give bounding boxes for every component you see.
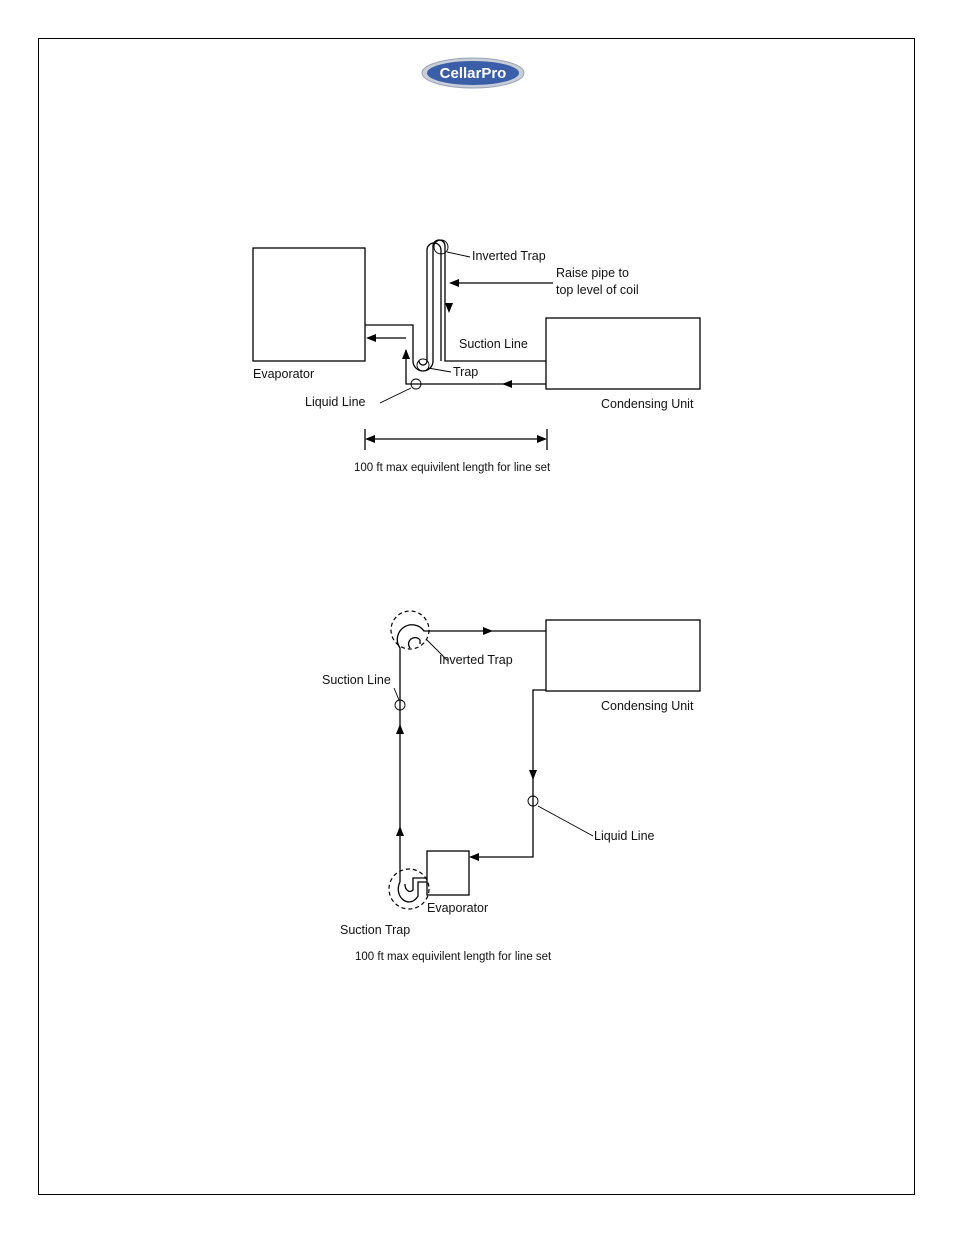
dimension-arrow-left [365, 435, 375, 443]
raise-pipe-arrow [449, 279, 459, 287]
arrow-to-condenser [483, 627, 493, 635]
suction-trap-inner [405, 878, 427, 891]
raise-pipe-label-2: top level of coil [556, 283, 639, 297]
diagram-2: Inverted Trap Suction Line Condensing Un… [322, 611, 700, 963]
liquid-line-leader [380, 388, 411, 403]
arrow-liquid-down [529, 770, 537, 780]
liquid-line-leader [538, 806, 593, 836]
dimension-arrow-right [537, 435, 547, 443]
arrow-suction-up-2 [396, 826, 404, 836]
inverted-trap-inner [409, 638, 420, 648]
suction-trap-marker [389, 869, 429, 909]
condensing-unit-label: Condensing Unit [601, 397, 694, 411]
evaporator-box [427, 851, 469, 895]
inverted-trap-label: Inverted Trap [472, 249, 546, 263]
evaporator-box [253, 248, 365, 361]
inverted-trap-label: Inverted Trap [439, 653, 513, 667]
condensing-unit-label: Condensing Unit [601, 699, 694, 713]
suction-line-label: Suction Line [459, 337, 528, 351]
condensing-unit-box [546, 318, 700, 389]
evaporator-label: Evaporator [253, 367, 314, 381]
suction-line-leader [394, 688, 399, 700]
arrow-liquid-left [502, 380, 512, 388]
evaporator-label: Evaporator [427, 901, 488, 915]
arrow-into-evaporator [366, 334, 376, 342]
arrow-liquid-up [402, 349, 410, 359]
trap-label: Trap [453, 365, 478, 379]
inverted-trap-leader [447, 252, 470, 257]
diagram-1: Evaporator Inverted Trap Raise pipe to t… [253, 240, 700, 474]
raise-pipe-label-1: Raise pipe to [556, 266, 629, 280]
suction-line-inner [419, 243, 441, 365]
length-note: 100 ft max equivilent length for line se… [354, 462, 551, 474]
arrow-suction-down [445, 303, 453, 313]
liquid-line-label: Liquid Line [305, 395, 366, 409]
suction-line-label: Suction Line [322, 673, 391, 687]
arrow-suction-up-1 [396, 724, 404, 734]
suction-trap-label: Suction Trap [340, 923, 410, 937]
condensing-unit-box [546, 620, 700, 691]
liquid-line-label: Liquid Line [594, 829, 655, 843]
arrow-into-evaporator [469, 853, 479, 861]
trap-leader [428, 368, 451, 372]
length-note: 100 ft max equivilent length for line se… [355, 951, 552, 963]
